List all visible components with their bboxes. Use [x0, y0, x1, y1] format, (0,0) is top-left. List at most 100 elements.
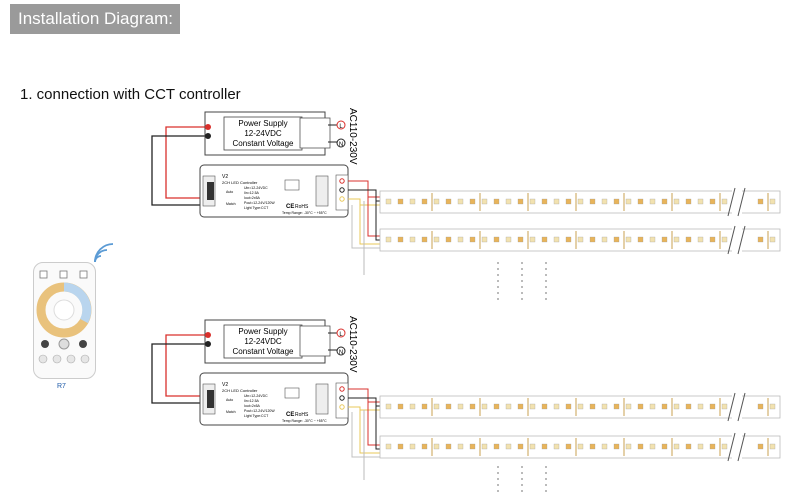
svg-text:Auto: Auto [226, 398, 233, 402]
svg-text:L: L [339, 332, 343, 338]
led-chip [517, 198, 524, 205]
svg-text:Iout=2x5A: Iout=2x5A [244, 404, 261, 408]
led-chip [673, 198, 680, 205]
led-chip [469, 443, 476, 450]
led-chip [409, 443, 416, 450]
led-chip [517, 443, 524, 450]
led-chip [409, 403, 416, 410]
led-strip [379, 187, 781, 217]
svg-text:Iin=12.5A: Iin=12.5A [244, 399, 260, 403]
led-chip [589, 198, 596, 205]
led-chip [685, 198, 692, 205]
led-chip [661, 443, 668, 450]
led-strips [379, 187, 781, 462]
led-chip [529, 403, 536, 410]
svg-text:12-24VDC: 12-24VDC [244, 337, 282, 346]
led-chip [433, 403, 440, 410]
led-chip [397, 403, 404, 410]
led-chip [673, 403, 680, 410]
led-chip [517, 403, 524, 410]
led-chip [505, 443, 512, 450]
led-chip [541, 236, 548, 243]
remote-key-2 [52, 354, 62, 364]
svg-text:Power Supply: Power Supply [238, 327, 287, 336]
led-chip [589, 443, 596, 450]
svg-text:Light Type:CCT: Light Type:CCT [244, 414, 269, 418]
svg-text:N: N [339, 142, 343, 148]
led-chip [433, 443, 440, 450]
led-chip [421, 443, 428, 450]
led-chip [493, 443, 500, 450]
led-chip [421, 236, 428, 243]
led-chip [721, 198, 728, 205]
svg-text:Light Type:CCT: Light Type:CCT [244, 206, 269, 210]
svg-text:CE: CE [286, 204, 294, 210]
led-chip [481, 403, 488, 410]
led-chip [529, 236, 536, 243]
svg-text:Power Supply: Power Supply [238, 119, 287, 128]
led-chip [721, 443, 728, 450]
led-chip [625, 198, 632, 205]
section-title: 1. connection with CCT controller [20, 86, 241, 103]
led-chip [769, 236, 776, 243]
led-chip [577, 403, 584, 410]
led-chip [493, 198, 500, 205]
led-chip [625, 236, 632, 243]
led-chip [637, 403, 644, 410]
led-chip [481, 236, 488, 243]
led-chip [577, 236, 584, 243]
led-chip [709, 403, 716, 410]
led-chip [409, 198, 416, 205]
led-chip [385, 443, 392, 450]
led-chip [565, 443, 572, 450]
led-chip [601, 403, 608, 410]
led-chip [553, 403, 560, 410]
led-chip [433, 236, 440, 243]
led-chip [697, 198, 704, 205]
installation-diagram-header: Installation Diagram: [10, 4, 180, 34]
led-chip [589, 236, 596, 243]
led-strip [379, 225, 781, 255]
led-chip [721, 236, 728, 243]
led-chip [385, 198, 392, 205]
led-chip [577, 443, 584, 450]
led-chip [637, 443, 644, 450]
svg-text:L: L [339, 124, 343, 130]
remote-left-button [41, 340, 49, 348]
remote-model-label: R7 [57, 383, 66, 390]
led-chip [613, 403, 620, 410]
led-chip [505, 403, 512, 410]
led-chip [505, 236, 512, 243]
led-chip [541, 403, 548, 410]
led-chip [757, 236, 764, 243]
svg-text:Match: Match [226, 410, 236, 414]
led-chip [577, 198, 584, 205]
svg-text:Iin=12.5A: Iin=12.5A [244, 191, 260, 195]
led-chip [445, 443, 452, 450]
led-chip [517, 236, 524, 243]
svg-text:Pout=12-24V/120W: Pout=12-24V/120W [244, 409, 275, 413]
led-strip [379, 432, 781, 462]
led-chip [649, 198, 656, 205]
led-chip [565, 198, 572, 205]
led-chip [385, 403, 392, 410]
led-chip [385, 236, 392, 243]
led-chip [445, 198, 452, 205]
led-chip [613, 236, 620, 243]
remote-zone-button-3 [79, 270, 88, 279]
remote-key-4 [80, 354, 90, 364]
led-chip [697, 403, 704, 410]
led-chip [613, 443, 620, 450]
led-chip [661, 403, 668, 410]
led-chip [481, 443, 488, 450]
led-chip [661, 236, 668, 243]
led-chip [709, 236, 716, 243]
led-chip [661, 198, 668, 205]
led-chip [529, 443, 536, 450]
led-chip [469, 198, 476, 205]
led-chip [565, 236, 572, 243]
led-chip [565, 403, 572, 410]
svg-text:Pout=12-24V/120W: Pout=12-24V/120W [244, 201, 275, 205]
ac-voltage-label-2: AC110-230V [347, 316, 358, 373]
led-chip [457, 236, 464, 243]
